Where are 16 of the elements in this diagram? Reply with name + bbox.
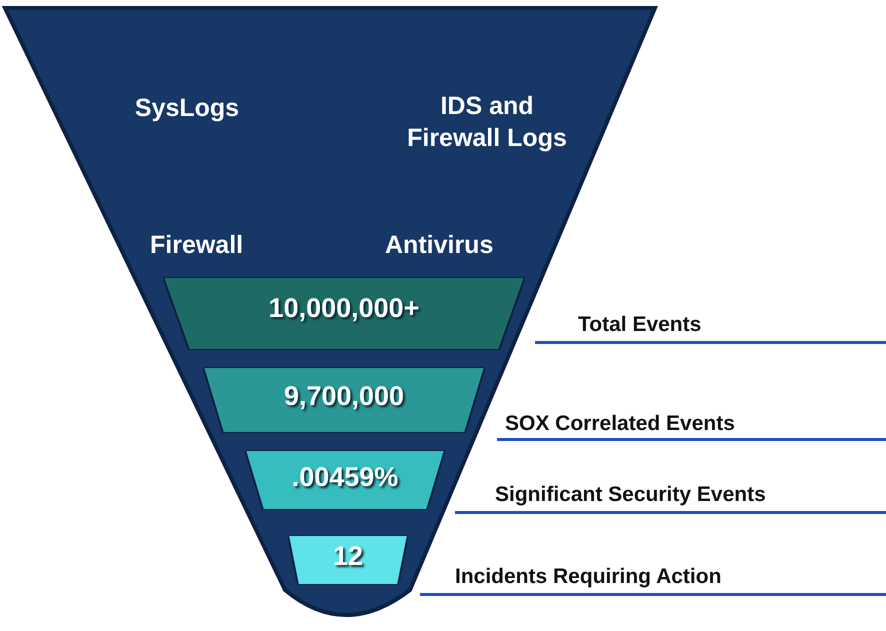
count-value: 10,000,000+ <box>268 293 420 324</box>
stage-label: Incidents Requiring Action <box>455 565 722 589</box>
funnel-band <box>245 450 445 510</box>
count-value: .00459% <box>290 462 400 493</box>
count-value: 12 <box>332 541 364 572</box>
stage-label: Total Events <box>578 313 702 337</box>
funnel-band <box>288 535 408 585</box>
stage-label: Significant Security Events <box>495 483 766 507</box>
source-label: Firewall <box>150 230 244 261</box>
count-value: 9,700,000 <box>282 381 406 412</box>
source-label: SysLogs <box>134 93 240 124</box>
funnel-band <box>203 367 485 433</box>
source-label: IDS and Firewall Logs <box>406 91 568 154</box>
funnel-band <box>163 277 525 350</box>
stage-label: SOX Correlated Events <box>505 412 735 436</box>
source-label: Antivirus <box>385 230 494 261</box>
